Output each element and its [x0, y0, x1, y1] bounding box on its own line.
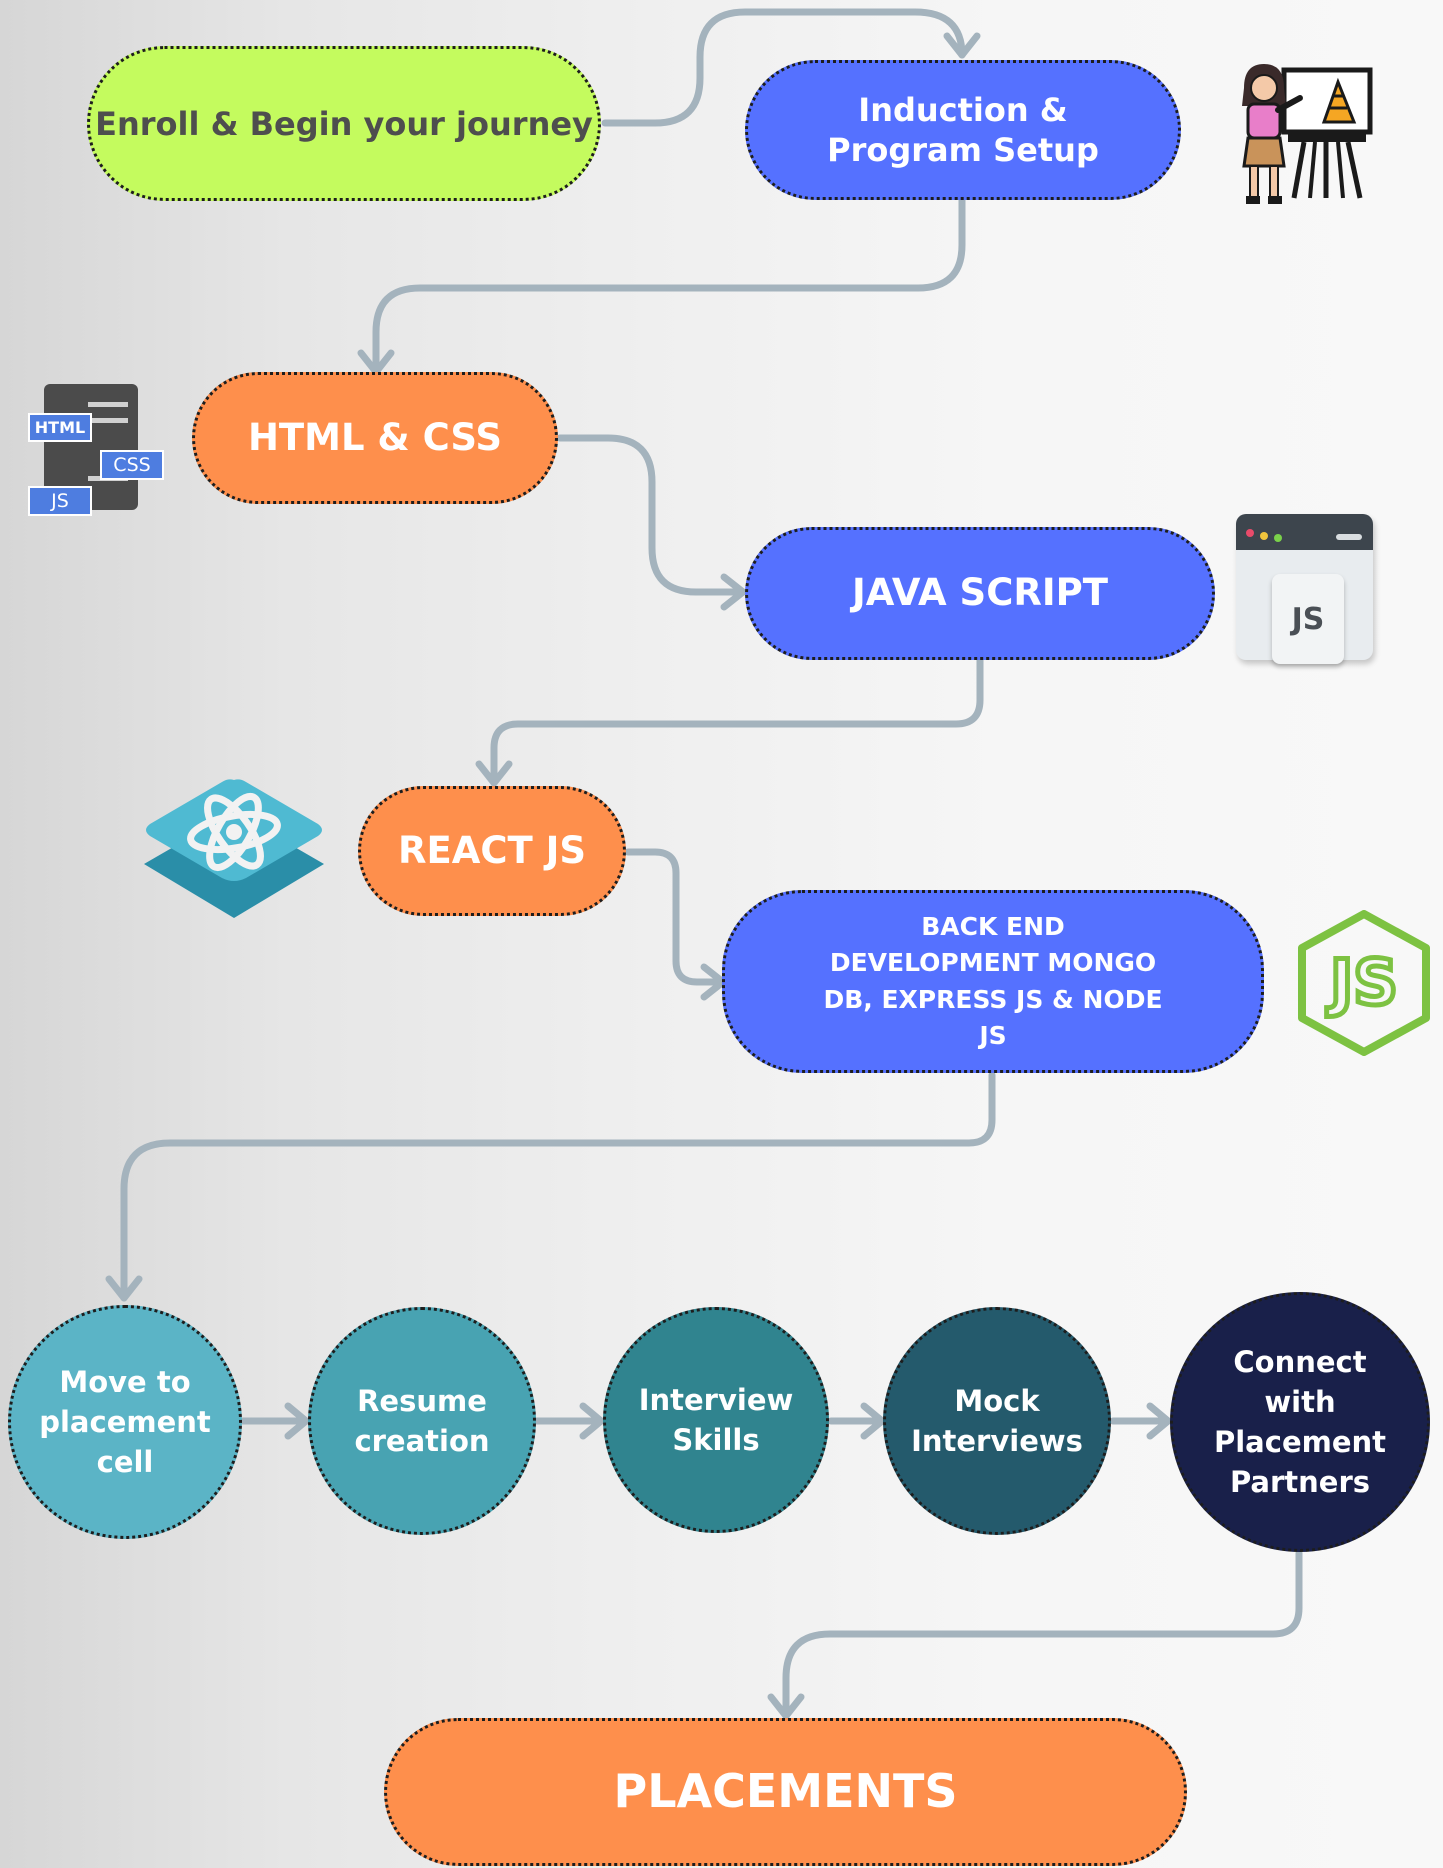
- placement-step-mock-interviews: Mock Interviews: [883, 1307, 1111, 1535]
- node-js-label: JS: [1326, 946, 1398, 1019]
- step-backend-label: BACK END DEVELOPMENT MONGO DB, EXPRESS J…: [823, 912, 1163, 1050]
- step-placements-label: PLACEMENTS: [613, 1764, 958, 1819]
- code-files-icon: HTML CSS JS: [28, 384, 164, 516]
- step-html-css: HTML & CSS: [192, 372, 558, 504]
- placement-step-label: Mock Interviews: [911, 1383, 1083, 1458]
- connector-html-javascript: [556, 434, 746, 596]
- placement-step-connect-partners: Connect with Placement Partners: [1170, 1292, 1430, 1552]
- connector-javascript-react: [490, 656, 984, 787]
- step-induction: Induction & Program Setup: [745, 60, 1181, 200]
- step-enroll: Enroll & Begin your journey: [87, 46, 601, 201]
- connector-enroll-induction: [601, 8, 966, 127]
- browser-js-icon: JS: [1236, 514, 1376, 676]
- placement-step-label: Interview Skills: [638, 1382, 794, 1457]
- placement-step-label: Connect with Placement Partners: [1213, 1344, 1387, 1500]
- placement-step-move-to-cell: Move to placement cell: [8, 1305, 242, 1539]
- connector-backend-placement: [120, 1071, 996, 1302]
- connector-partners-placements: [782, 1549, 1303, 1720]
- js-badge: JS: [28, 486, 92, 516]
- react-atom-icon: [144, 779, 324, 918]
- placement-step-label: Move to placement cell: [39, 1364, 211, 1479]
- connector-induction-html: [372, 196, 966, 376]
- html-badge: HTML: [28, 413, 92, 442]
- teacher-presentation-icon: [1242, 64, 1373, 204]
- step-html-css-label: HTML & CSS: [247, 415, 503, 459]
- browser-js-label: JS: [1291, 601, 1325, 637]
- step-induction-label: Induction & Program Setup: [827, 91, 1099, 169]
- step-backend: BACK END DEVELOPMENT MONGO DB, EXPRESS J…: [722, 890, 1264, 1073]
- css-badge: CSS: [100, 450, 164, 480]
- placement-step-label: Resume creation: [354, 1383, 490, 1458]
- step-enroll-label: Enroll & Begin your journey: [95, 104, 593, 143]
- step-react-label: REACT JS: [397, 828, 587, 872]
- node-js-icon: JS: [1298, 910, 1430, 1056]
- step-react: REACT JS: [358, 786, 626, 916]
- step-javascript-label: JAVA SCRIPT: [852, 571, 1108, 615]
- connector-react-backend: [624, 848, 726, 986]
- placement-step-resume: Resume creation: [308, 1307, 536, 1535]
- placement-step-interview-skills: Interview Skills: [603, 1307, 829, 1533]
- step-placements: PLACEMENTS: [384, 1718, 1187, 1866]
- step-javascript: JAVA SCRIPT: [745, 527, 1215, 660]
